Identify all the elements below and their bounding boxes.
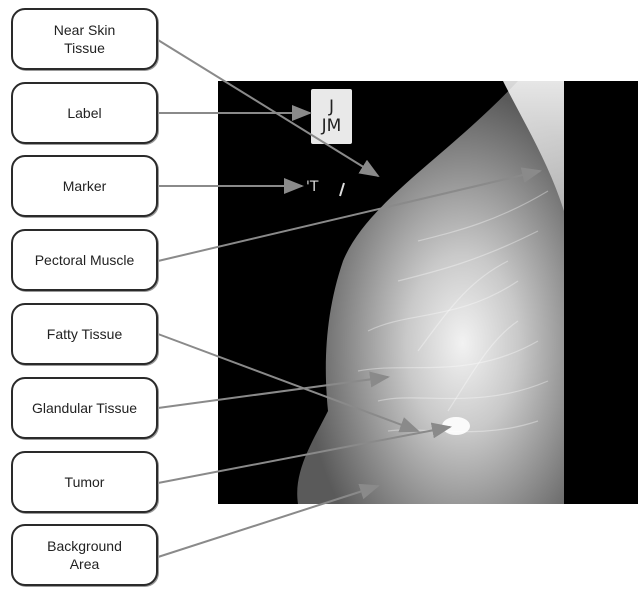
callout-near-skin-tissue: Near Skin Tissue [11,8,158,70]
callout-background-area: Background Area [11,524,158,586]
callout-pectoral-muscle: Pectoral Muscle [11,229,158,291]
image-id-label: J JM [311,89,352,144]
callout-label: Fatty Tissue [47,325,122,343]
callout-label: Glandular Tissue [32,399,137,417]
svg-text:'T: 'T [306,179,319,195]
callout-marker: Marker [11,155,158,217]
label-line-1: J [329,98,334,117]
breast-tissue-region [297,81,564,504]
callout-fatty-tissue: Fatty Tissue [11,303,158,365]
callout-label: Near Skin Tissue [54,21,115,57]
callout-label: Background Area [47,537,122,573]
callout-label: Marker [63,177,107,195]
label-line-2: JM [322,117,342,136]
callout-label: Label [67,104,101,122]
callout-tumor: Tumor [11,451,158,513]
callout-label: Pectoral Muscle [35,251,135,269]
tumor-spot [442,417,470,435]
callout-glandular-tissue: Glandular Tissue [11,377,158,439]
mammogram-image: 'T [218,81,638,504]
callout-label-box: Label [11,82,158,144]
callout-label: Tumor [65,473,105,491]
breast-tissue-graphic: 'T [218,81,638,504]
